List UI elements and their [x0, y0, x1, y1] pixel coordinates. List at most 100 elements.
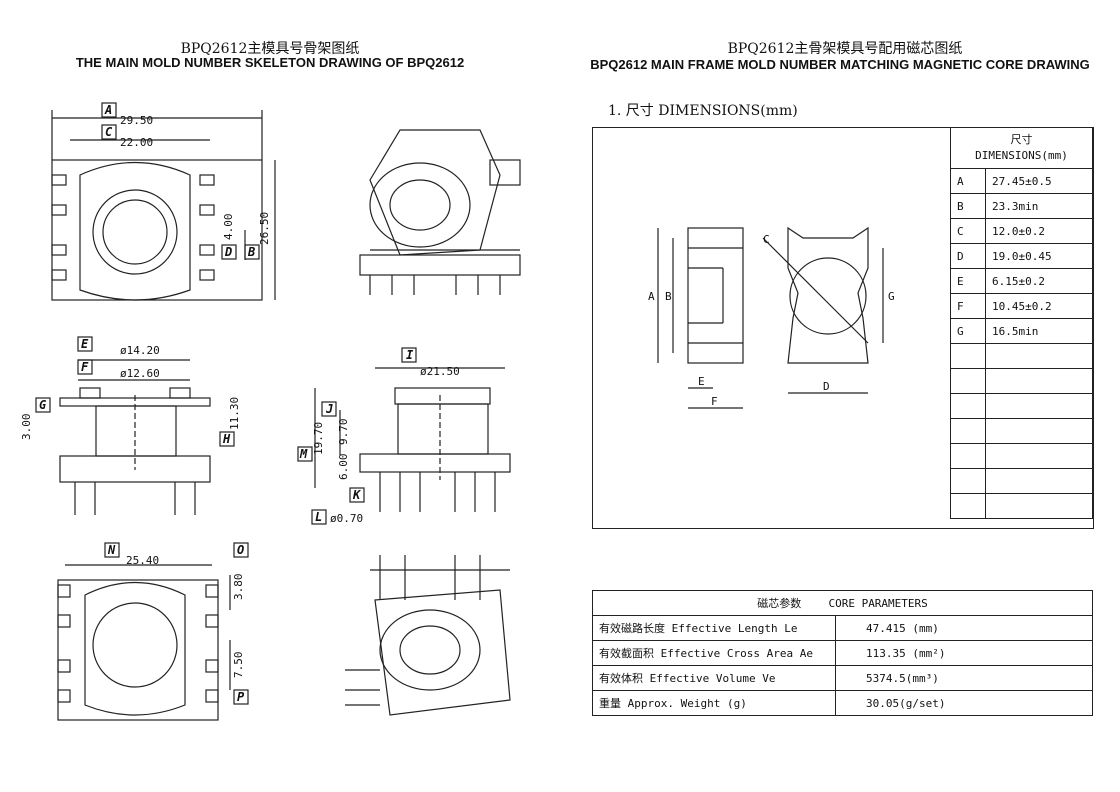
front-view-bobbin	[314, 367, 511, 512]
dim-I: ø21.50	[420, 365, 460, 378]
dim-key: F	[950, 293, 986, 319]
label-L: L	[315, 510, 322, 524]
label-M: M	[299, 447, 308, 461]
param-name: 有效磁路长度 Effective Length Le	[592, 615, 836, 641]
section-heading: 1. 尺寸 DIMENSIONS(mm)	[608, 103, 798, 119]
bottom-view-bobbin	[57, 564, 231, 721]
dim-C: 22.00	[120, 136, 153, 149]
param-value: 113.35 (mm²)	[835, 640, 1093, 666]
dimensions-table-header: 尺寸 DIMENSIONS(mm)	[950, 127, 1093, 169]
label-D: D	[224, 245, 232, 259]
left-title-en: THE MAIN MOLD NUMBER SKELETON DRAWING OF…	[75, 55, 465, 70]
top-view-bobbin	[51, 159, 263, 301]
dim-A: 29.50	[120, 114, 153, 127]
label-I: I	[406, 348, 414, 362]
core-label-E: E	[698, 375, 705, 388]
dim-L: ø0.70	[330, 512, 363, 525]
label-K: K	[352, 488, 362, 502]
dim-N: 25.40	[126, 554, 159, 567]
core-parameters-header: 磁芯参数 CORE PARAMETERS	[592, 590, 1093, 616]
dim-J: 9.70	[337, 419, 350, 446]
side-view-bobbin	[59, 359, 211, 515]
right-title-cn: BPQ2612主骨架模具号配用磁芯图纸	[727, 41, 963, 57]
dim-value: 23.3min	[985, 193, 1093, 219]
core-label-B: B	[665, 290, 672, 303]
dim-B: 26.50	[258, 212, 271, 245]
label-O: O	[237, 543, 244, 557]
dim-value: 27.45±0.5	[985, 168, 1093, 194]
dim-key: D	[950, 243, 986, 269]
dim-value: 16.5min	[985, 318, 1093, 344]
dim-P: 7.50	[232, 652, 245, 679]
core-drawing: A B C D E F G	[648, 226, 895, 409]
dim-key: B	[950, 193, 986, 219]
label-C: C	[105, 125, 113, 139]
iso-view-bottom	[345, 555, 511, 716]
dim-D: 4.00	[222, 214, 235, 241]
label-N: N	[107, 543, 116, 557]
core-parameters-table: 磁芯参数 CORE PARAMETERS 有效磁路长度 Effective Le…	[592, 590, 1093, 716]
table-row	[950, 493, 1093, 519]
table-row	[950, 343, 1093, 369]
label-B: B	[247, 245, 255, 259]
param-value: 47.415 (mm)	[835, 615, 1093, 641]
label-E: E	[81, 337, 89, 351]
table-row	[950, 443, 1093, 469]
dim-header-cn: 尺寸	[1010, 133, 1033, 146]
dim-value: 10.45±0.2	[985, 293, 1093, 319]
right-title-en: BPQ2612 MAIN FRAME MOLD NUMBER MATCHING …	[590, 57, 1090, 72]
table-row	[950, 468, 1093, 494]
dim-key: C	[950, 218, 986, 244]
label-P: P	[237, 690, 245, 704]
skeleton-drawing: A C D B E F G H I J M K L N O P 29.50 22…	[20, 102, 521, 721]
dim-K: 6.00	[337, 454, 350, 481]
core-drawing-frame	[592, 127, 1094, 529]
dim-value: 12.0±0.2	[985, 218, 1093, 244]
label-G: G	[39, 398, 46, 412]
table-row	[950, 418, 1093, 444]
iso-view-top	[359, 129, 521, 295]
label-A: A	[104, 103, 112, 117]
dim-key: G	[950, 318, 986, 344]
core-header-en: CORE PARAMETERS	[828, 597, 928, 610]
core-header-cn: 磁芯参数	[757, 597, 802, 610]
label-F: F	[81, 360, 89, 374]
dim-M: 19.70	[312, 422, 325, 455]
dim-value: 6.15±0.2	[985, 268, 1093, 294]
param-value: 30.05(g/set)	[835, 690, 1093, 716]
core-label-G: G	[888, 290, 895, 303]
param-name: 有效截面积 Effective Cross Area Ae	[592, 640, 836, 666]
dim-key: E	[950, 268, 986, 294]
table-row	[950, 368, 1093, 394]
param-name: 有效体积 Effective Volume Ve	[592, 665, 836, 691]
dim-value: 19.0±0.45	[985, 243, 1093, 269]
param-name: 重量 Approx. Weight (g)	[592, 690, 836, 716]
core-label-A: A	[648, 290, 655, 303]
core-label-C: C	[763, 233, 770, 246]
dim-G: 3.00	[20, 414, 33, 441]
dim-O: 3.80	[232, 574, 245, 601]
table-row: 重量 Approx. Weight (g)30.05(g/set)	[592, 690, 1093, 716]
label-H: H	[222, 432, 231, 446]
label-J: J	[325, 402, 333, 416]
left-title-cn: BPQ2612主模具号骨架图纸	[180, 41, 360, 57]
dim-header-en: DIMENSIONS(mm)	[975, 149, 1068, 162]
core-label-D: D	[823, 380, 830, 393]
dim-E: ø14.20	[120, 344, 160, 357]
core-label-F: F	[711, 395, 718, 408]
table-row	[950, 393, 1093, 419]
dim-F: ø12.60	[120, 367, 160, 380]
dim-H: 11.30	[228, 397, 241, 430]
dim-key: A	[950, 168, 986, 194]
